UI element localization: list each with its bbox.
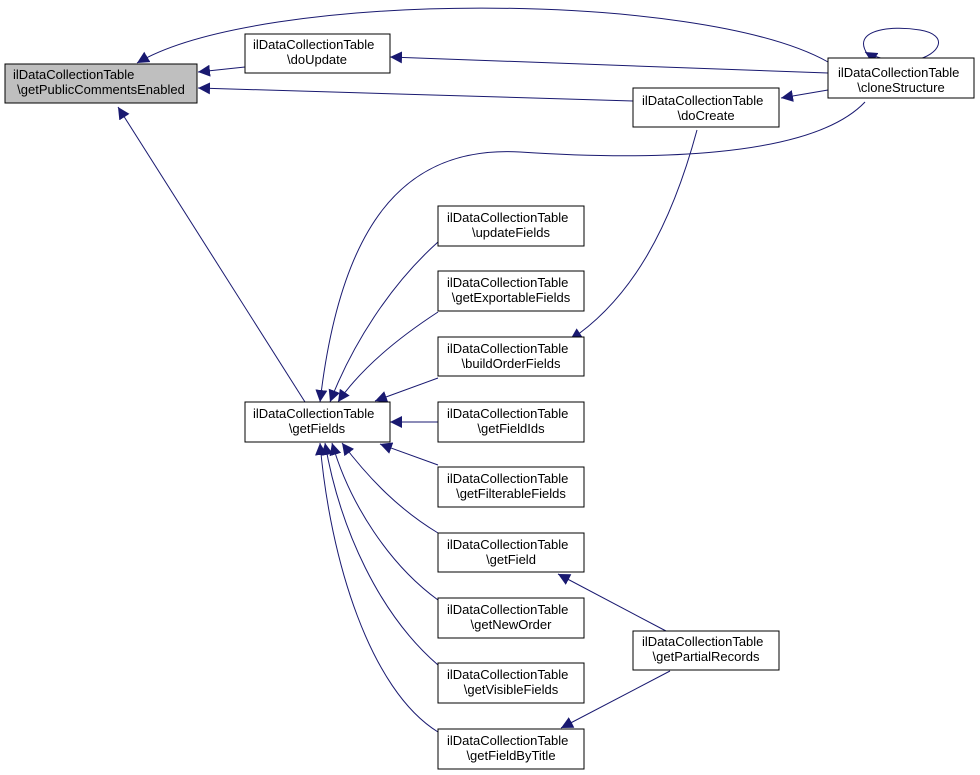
node-buildorderfields-line2: \buildOrderFields (462, 356, 561, 371)
edge-getfilterablefields-to-getfields (379, 442, 439, 466)
node-getfilterablefields-line1: ilDataCollectionTable (447, 471, 568, 486)
edge-getvisiblefields-to-getfields (321, 442, 439, 666)
node-getpubliccommentsenabled-line2: \getPublicCommentsEnabled (17, 82, 185, 97)
node-updatefields-line2: \updateFields (472, 225, 551, 240)
node-getfield-line2: \getField (486, 552, 536, 567)
node-getfield[interactable]: ilDataCollectionTable \getField (437, 532, 585, 573)
edge-getpartialrecords-to-getfieldbytitle (560, 670, 671, 729)
node-getneworder-line2: \getNewOrder (471, 617, 553, 632)
edge-clonestructure-to-getfields (315, 101, 866, 403)
edge-clonestructure-self-loop (863, 27, 939, 64)
node-getfilterablefields[interactable]: ilDataCollectionTable \getFilterableFiel… (437, 466, 585, 508)
node-getpartialrecords-line2: \getPartialRecords (653, 649, 760, 664)
node-getfilterablefields-line2: \getFilterableFields (456, 486, 566, 501)
node-getvisiblefields[interactable]: ilDataCollectionTable \getVisibleFields (437, 662, 585, 704)
edge-getpartialrecords-to-getfield (557, 573, 667, 632)
node-doupdate-line1: ilDataCollectionTable (253, 37, 374, 52)
node-clonestructure[interactable]: ilDataCollectionTable \cloneStructure (827, 57, 975, 99)
node-getvisiblefields-line2: \getVisibleFields (464, 682, 559, 697)
node-getfield-line1: ilDataCollectionTable (447, 537, 568, 552)
node-updatefields-line1: ilDataCollectionTable (447, 210, 568, 225)
edge-getfieldbytitle-to-getfields (315, 442, 439, 733)
node-clonestructure-line2: \cloneStructure (857, 80, 944, 95)
edge-getexportablefields-to-getfields (337, 311, 439, 403)
node-getvisiblefields-line1: ilDataCollectionTable (447, 667, 568, 682)
node-getfields-line2: \getFields (289, 421, 346, 436)
node-getfieldbytitle-line2: \getFieldByTitle (466, 748, 555, 763)
node-getfieldbytitle-line1: ilDataCollectionTable (447, 733, 568, 748)
edge-clonestructure-to-docreate (780, 89, 829, 102)
node-getpartialrecords-line1: ilDataCollectionTable (642, 634, 763, 649)
edge-buildorderfields-to-getfields (374, 377, 439, 403)
edge-getfield-to-getfields (341, 442, 439, 534)
node-getfieldids[interactable]: ilDataCollectionTable \getFieldIds (437, 401, 585, 443)
node-getexportablefields-line1: ilDataCollectionTable (447, 275, 568, 290)
node-docreate-line2: \doCreate (677, 108, 734, 123)
node-doupdate[interactable]: ilDataCollectionTable \doUpdate (244, 33, 391, 74)
node-getfieldbytitle[interactable]: ilDataCollectionTable \getFieldByTitle (437, 728, 585, 770)
edge-clonestructure-to-getpubliccommentsenabled (136, 7, 829, 64)
node-updatefields[interactable]: ilDataCollectionTable \updateFields (437, 205, 585, 247)
node-getfieldids-line2: \getFieldIds (477, 421, 545, 436)
node-doupdate-line2: \doUpdate (287, 52, 347, 67)
edge-docreate-to-getpubliccommentsenabled (197, 82, 634, 102)
node-docreate-line1: ilDataCollectionTable (642, 93, 763, 108)
node-clonestructure-line1: ilDataCollectionTable (838, 65, 959, 80)
edge-getfields-to-getpubliccommentsenabled (117, 106, 306, 403)
edge-docreate-to-buildorderfields (569, 129, 698, 341)
node-getfieldids-line1: ilDataCollectionTable (447, 406, 568, 421)
node-getexportablefields-line2: \getExportableFields (452, 290, 571, 305)
node-getneworder[interactable]: ilDataCollectionTable \getNewOrder (437, 597, 585, 639)
node-getpubliccommentsenabled-line1: ilDataCollectionTable (13, 67, 134, 82)
node-docreate[interactable]: ilDataCollectionTable \doCreate (632, 87, 780, 128)
edge-getneworder-to-getfields (329, 442, 439, 601)
node-getpartialrecords[interactable]: ilDataCollectionTable \getPartialRecords (632, 630, 780, 671)
node-getpubliccommentsenabled[interactable]: ilDataCollectionTable \getPublicComments… (4, 63, 198, 104)
edge-updatefields-to-getfields (328, 241, 439, 403)
node-getexportablefields[interactable]: ilDataCollectionTable \getExportableFiel… (437, 270, 585, 312)
node-buildorderfields[interactable]: ilDataCollectionTable \buildOrderFields (437, 336, 585, 377)
edge-doupdate-to-getpubliccommentsenabled (197, 64, 246, 77)
node-getfields-line1: ilDataCollectionTable (253, 406, 374, 421)
node-getfields[interactable]: ilDataCollectionTable \getFields (244, 401, 391, 443)
edge-clonestructure-to-doupdate (389, 51, 829, 74)
node-getneworder-line1: ilDataCollectionTable (447, 602, 568, 617)
node-buildorderfields-line1: ilDataCollectionTable (447, 341, 568, 356)
